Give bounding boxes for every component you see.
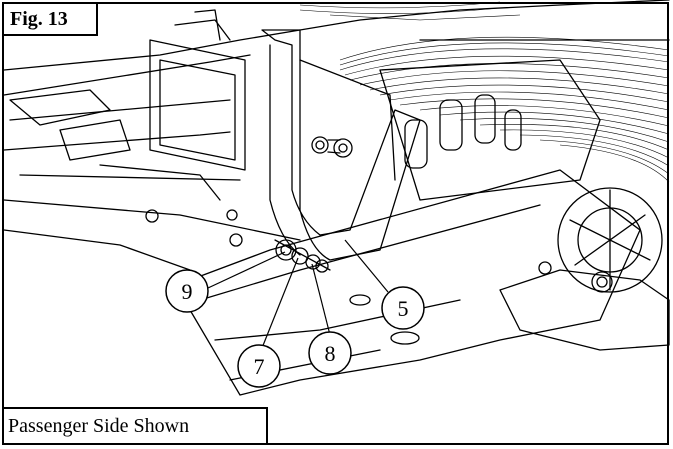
callout-7: 7 bbox=[237, 344, 281, 388]
callout-9-label: 9 bbox=[182, 279, 193, 304]
figure-caption: Passenger Side Shown bbox=[2, 407, 268, 445]
leader-line-8 bbox=[311, 263, 331, 336]
callout-8: 8 bbox=[308, 331, 352, 375]
callout-7-label: 7 bbox=[254, 354, 265, 379]
leader-line-9 bbox=[207, 251, 286, 289]
callout-5: 5 bbox=[381, 286, 425, 330]
leader-line-7 bbox=[261, 257, 299, 349]
callout-8-label: 8 bbox=[325, 341, 336, 366]
callout-9: 9 bbox=[165, 269, 209, 313]
leader-line-5 bbox=[344, 239, 389, 293]
figure-label: Fig. 13 bbox=[2, 2, 98, 36]
callout-5-label: 5 bbox=[398, 296, 409, 321]
figure-border bbox=[2, 2, 669, 445]
